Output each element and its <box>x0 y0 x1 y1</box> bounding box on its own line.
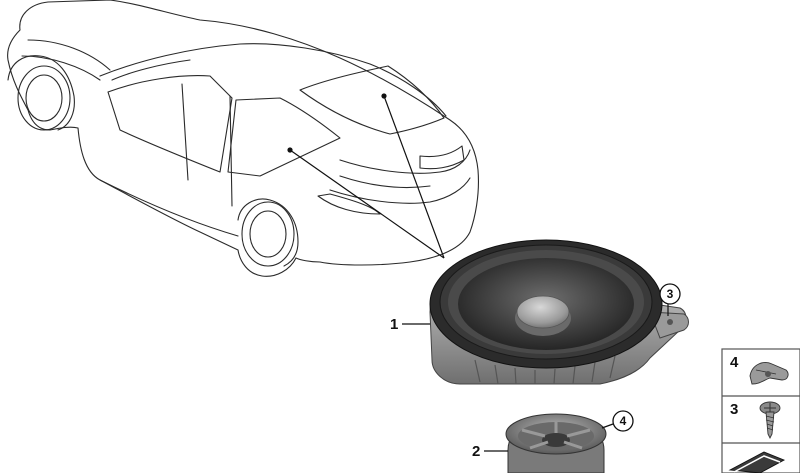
callout-4-label: 4 <box>620 414 627 428</box>
main-speaker <box>429 239 689 385</box>
side-item-3-number: 3 <box>730 401 738 418</box>
side-panel-item-clip[interactable]: 4 <box>730 354 789 385</box>
callout-1-label: 1 <box>390 316 398 333</box>
parts-side-panel: 4 3 <box>721 348 800 473</box>
car-outline <box>7 0 479 277</box>
callout-3-label: 3 <box>667 287 674 301</box>
side-item-4-number: 4 <box>730 354 739 371</box>
bracket-icon <box>728 451 786 473</box>
callout-3-circle: 3 <box>659 283 681 316</box>
leader-line-rear <box>383 95 445 259</box>
screw-icon <box>759 401 781 440</box>
leader-line-door <box>289 149 445 259</box>
clip-nut-icon <box>749 362 789 385</box>
callout-4-circle: 4 <box>601 410 634 432</box>
side-panel-item-screw[interactable]: 3 <box>730 401 781 440</box>
side-panel-item-bracket[interactable] <box>728 451 786 473</box>
tweeter <box>505 413 607 473</box>
callout-2-label: 2 <box>472 443 480 460</box>
